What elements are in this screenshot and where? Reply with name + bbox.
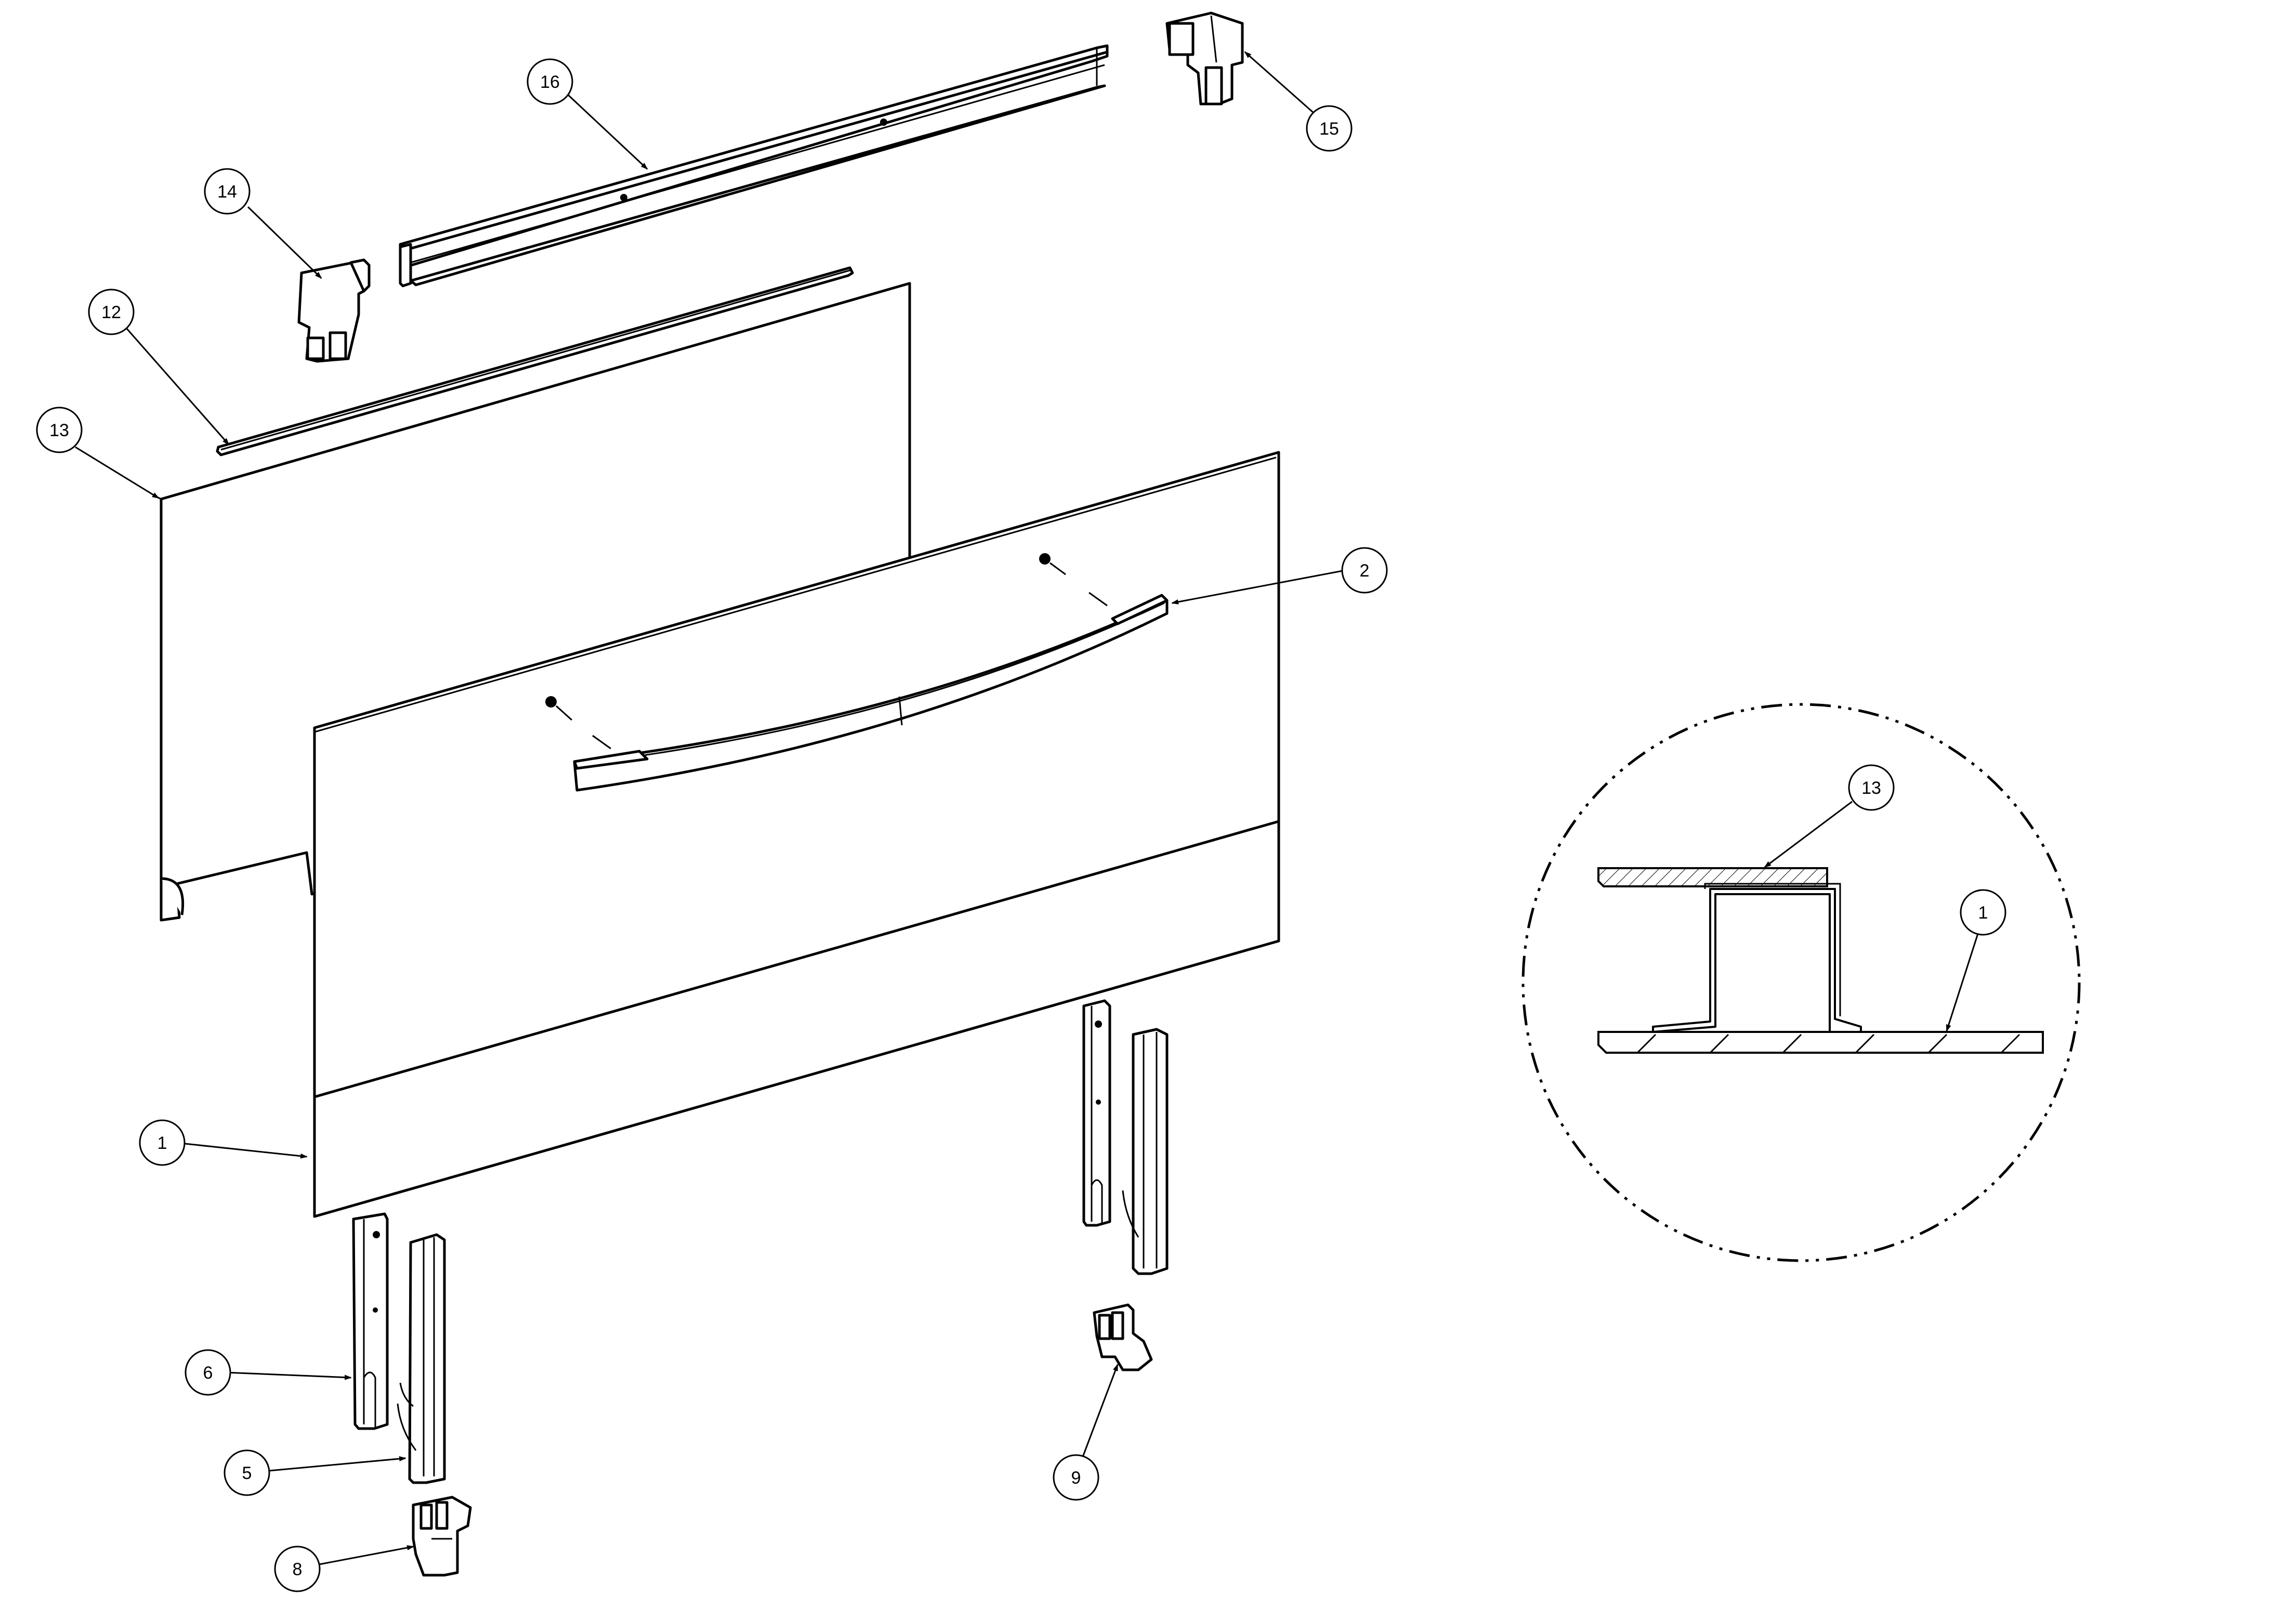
leader-14 <box>247 206 322 279</box>
callout-6: 6 <box>185 1349 231 1396</box>
right-end-cap-part-15 <box>1165 11 1244 106</box>
detail-glass-layer-13 <box>1597 867 1828 887</box>
callout-13-label: 13 <box>49 421 69 440</box>
callout-12: 12 <box>88 289 135 335</box>
detail-callout-1-label: 1 <box>1978 903 1988 923</box>
detail-callout-13-label: 13 <box>1861 778 1881 798</box>
detail-callout-13: 13 <box>1848 764 1895 811</box>
leader-detail-1 <box>1946 932 1979 1032</box>
callout-8-label: 8 <box>293 1560 303 1579</box>
callout-1: 1 <box>139 1119 186 1166</box>
callout-2-label: 2 <box>1360 561 1370 581</box>
callout-15: 15 <box>1306 105 1353 152</box>
leader-2 <box>1171 570 1343 605</box>
leader-13 <box>75 446 160 499</box>
left-hinge-bracket-part-8 <box>412 1496 472 1577</box>
right-hinge-channel <box>1122 1028 1169 1275</box>
left-hinge-arm-part-6 <box>352 1212 389 1430</box>
callout-9-label: 9 <box>1071 1468 1081 1488</box>
leader-16 <box>565 91 648 170</box>
door-handle-part-2 <box>545 553 1169 792</box>
callout-1-label: 1 <box>158 1133 167 1153</box>
callout-15-label: 15 <box>1319 119 1339 139</box>
leader-15 <box>1244 51 1314 114</box>
callout-13: 13 <box>36 407 83 453</box>
detail-boundary-circle <box>1521 703 2081 1262</box>
callout-8: 8 <box>274 1546 321 1592</box>
callout-16: 16 <box>527 58 573 105</box>
leader-12 <box>125 327 230 446</box>
right-hinge-bracket-part-9 <box>1093 1303 1153 1371</box>
detail-callout-1: 1 <box>1960 889 2006 936</box>
leader-detail-13 <box>1764 801 1853 868</box>
callout-12-label: 12 <box>101 303 121 322</box>
leader-8 <box>317 1545 414 1566</box>
callout-16-label: 16 <box>540 72 560 92</box>
outer-door-panel-part-1 <box>313 451 1280 1218</box>
right-hinge-arm <box>1082 999 1111 1227</box>
seal-strip-part-12 <box>216 266 854 456</box>
callout-14: 14 <box>204 168 251 215</box>
callout-5-label: 5 <box>242 1463 252 1483</box>
leader-5 <box>264 1456 406 1472</box>
callout-6-label: 6 <box>203 1363 213 1383</box>
callout-2: 2 <box>1341 547 1388 594</box>
detail-section-view <box>1521 703 2081 1262</box>
callout-14-label: 14 <box>217 182 237 202</box>
detail-door-panel-layer-1 <box>1597 1031 2044 1054</box>
callout-leaders <box>75 51 1979 1566</box>
callout-5: 5 <box>224 1449 270 1496</box>
callout-9: 9 <box>1053 1454 1099 1501</box>
top-trim-rail-part-16 <box>399 44 1109 287</box>
leader-9 <box>1081 1364 1119 1459</box>
left-end-cap-part-14 <box>297 258 371 363</box>
leader-1 <box>175 1142 308 1159</box>
leader-6 <box>225 1371 352 1380</box>
detail-bracket-profile <box>1652 888 1862 1033</box>
left-hinge-channel-part-5 <box>397 1233 446 1484</box>
